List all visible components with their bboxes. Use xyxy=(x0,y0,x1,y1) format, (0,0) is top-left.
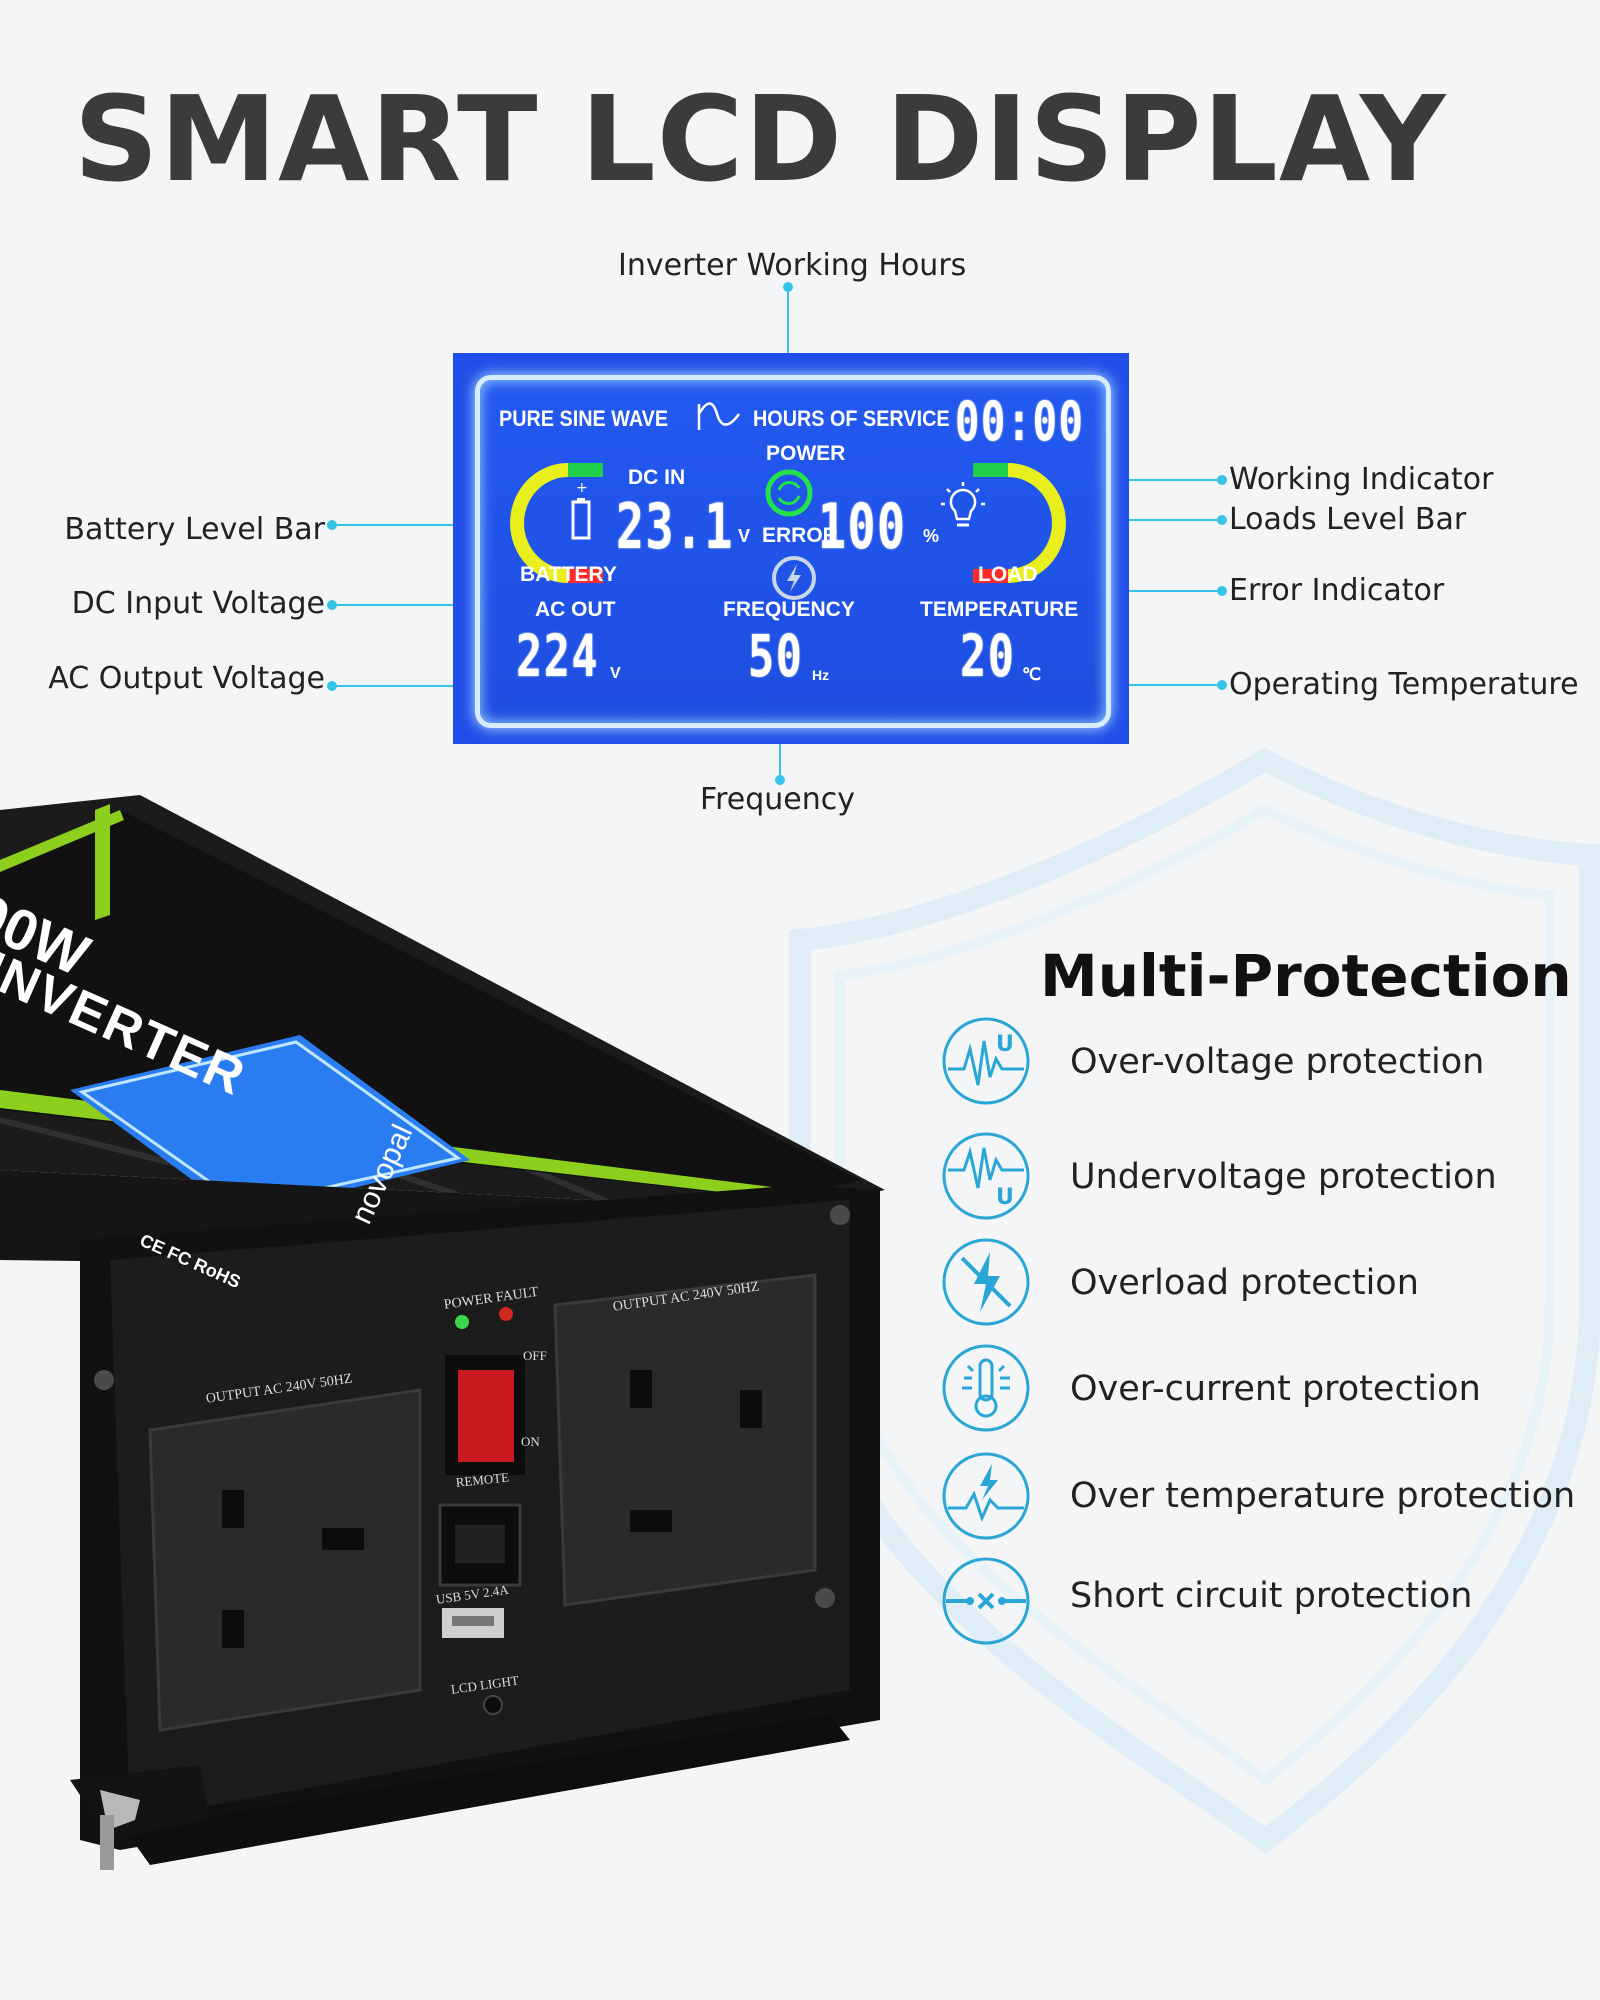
multi-protection-title: Multi-Protection xyxy=(1040,942,1572,1010)
shield-background-icon xyxy=(789,747,1600,1854)
power-indicator-icon xyxy=(765,469,813,517)
callout-operating-temperature: Operating Temperature xyxy=(1229,667,1579,702)
loads-level-bar-icon xyxy=(973,463,1066,583)
lcd-hours-value: 00:00 xyxy=(955,390,1085,453)
battery-icon: + xyxy=(571,480,591,540)
lcd-hours-of-service: HOURS OF SERVICE xyxy=(753,406,950,431)
lcd-dc-in-unit: V xyxy=(738,526,751,546)
protection-label-over-temperature: Over temperature protection xyxy=(1070,1476,1576,1516)
lcd-load-unit: % xyxy=(923,526,940,546)
svg-text:+: + xyxy=(576,480,588,496)
undervoltage-icon: U xyxy=(942,1132,1030,1220)
lcd-ac-out-unit: V xyxy=(610,665,621,682)
lcd-power-label: POWER xyxy=(766,442,846,465)
over-voltage-icon: U xyxy=(942,1017,1030,1105)
lcd-battery-label: BATTERY xyxy=(520,563,617,586)
overload-icon xyxy=(942,1238,1030,1326)
svg-text:U: U xyxy=(996,1185,1014,1210)
svg-text:U: U xyxy=(996,1032,1014,1057)
lcd-ac-out-label: AC OUT xyxy=(535,598,616,621)
page-title: SMART LCD DISPLAY xyxy=(73,70,1447,208)
inverter-device-image xyxy=(0,795,885,1870)
lcd-temperature-value: 20 xyxy=(960,622,1016,690)
protection-label-overload: Overload protection xyxy=(1070,1263,1419,1303)
lcd-temperature-label: TEMPERATURE xyxy=(920,598,1079,621)
lcd-error-label: ERROR xyxy=(762,524,838,547)
lcd-screen: PURE SINE WAVE HOURS OF SERVICE 00:00 PO… xyxy=(475,375,1111,728)
callout-error-indicator: Error Indicator xyxy=(1229,573,1445,608)
device-switch-off: OFF xyxy=(523,1348,547,1363)
lcd-load-value: 100 xyxy=(818,490,907,563)
battery-level-bar-icon xyxy=(510,463,603,583)
callout-battery-level-bar: Battery Level Bar xyxy=(64,512,325,547)
protection-label-short-circuit: Short circuit protection xyxy=(1070,1576,1473,1616)
lightbulb-icon xyxy=(941,482,985,527)
protection-label-over-voltage: Over-voltage protection xyxy=(1070,1042,1485,1082)
over-temperature-icon xyxy=(942,1452,1030,1540)
device-switch-on: ON xyxy=(521,1434,540,1449)
protection-label-over-current: Over-current protection xyxy=(1070,1369,1481,1409)
sine-wave-icon xyxy=(697,402,741,430)
lcd-ac-out-value: 224 xyxy=(516,622,600,690)
lcd-dc-in-label: DC IN xyxy=(628,466,686,489)
lcd-frequency-unit: Hz xyxy=(812,667,830,683)
short-circuit-icon xyxy=(942,1557,1030,1645)
callout-loads-level-bar: Loads Level Bar xyxy=(1229,502,1467,537)
protection-label-undervoltage: Undervoltage protection xyxy=(1070,1157,1497,1197)
lcd-frequency-value: 50 xyxy=(748,622,804,690)
callout-working-indicator: Working Indicator xyxy=(1229,462,1494,497)
lcd-temperature-unit: ℃ xyxy=(1022,665,1042,684)
callout-dc-input-voltage: DC Input Voltage xyxy=(71,586,325,621)
callout-ac-output-voltage: AC Output Voltage xyxy=(48,661,325,696)
lcd-load-label: LOAD xyxy=(978,563,1038,586)
over-current-icon xyxy=(942,1344,1030,1432)
callout-working-hours: Inverter Working Hours xyxy=(618,248,967,283)
error-indicator-icon xyxy=(772,556,816,600)
lcd-dc-in-value: 23.1 xyxy=(616,490,734,563)
lcd-pure-sine-wave: PURE SINE WAVE xyxy=(499,406,669,431)
lcd-frequency-label: FREQUENCY xyxy=(723,598,855,621)
lcd-display-panel: PURE SINE WAVE HOURS OF SERVICE 00:00 PO… xyxy=(453,353,1129,744)
callout-frequency: Frequency xyxy=(700,782,855,817)
